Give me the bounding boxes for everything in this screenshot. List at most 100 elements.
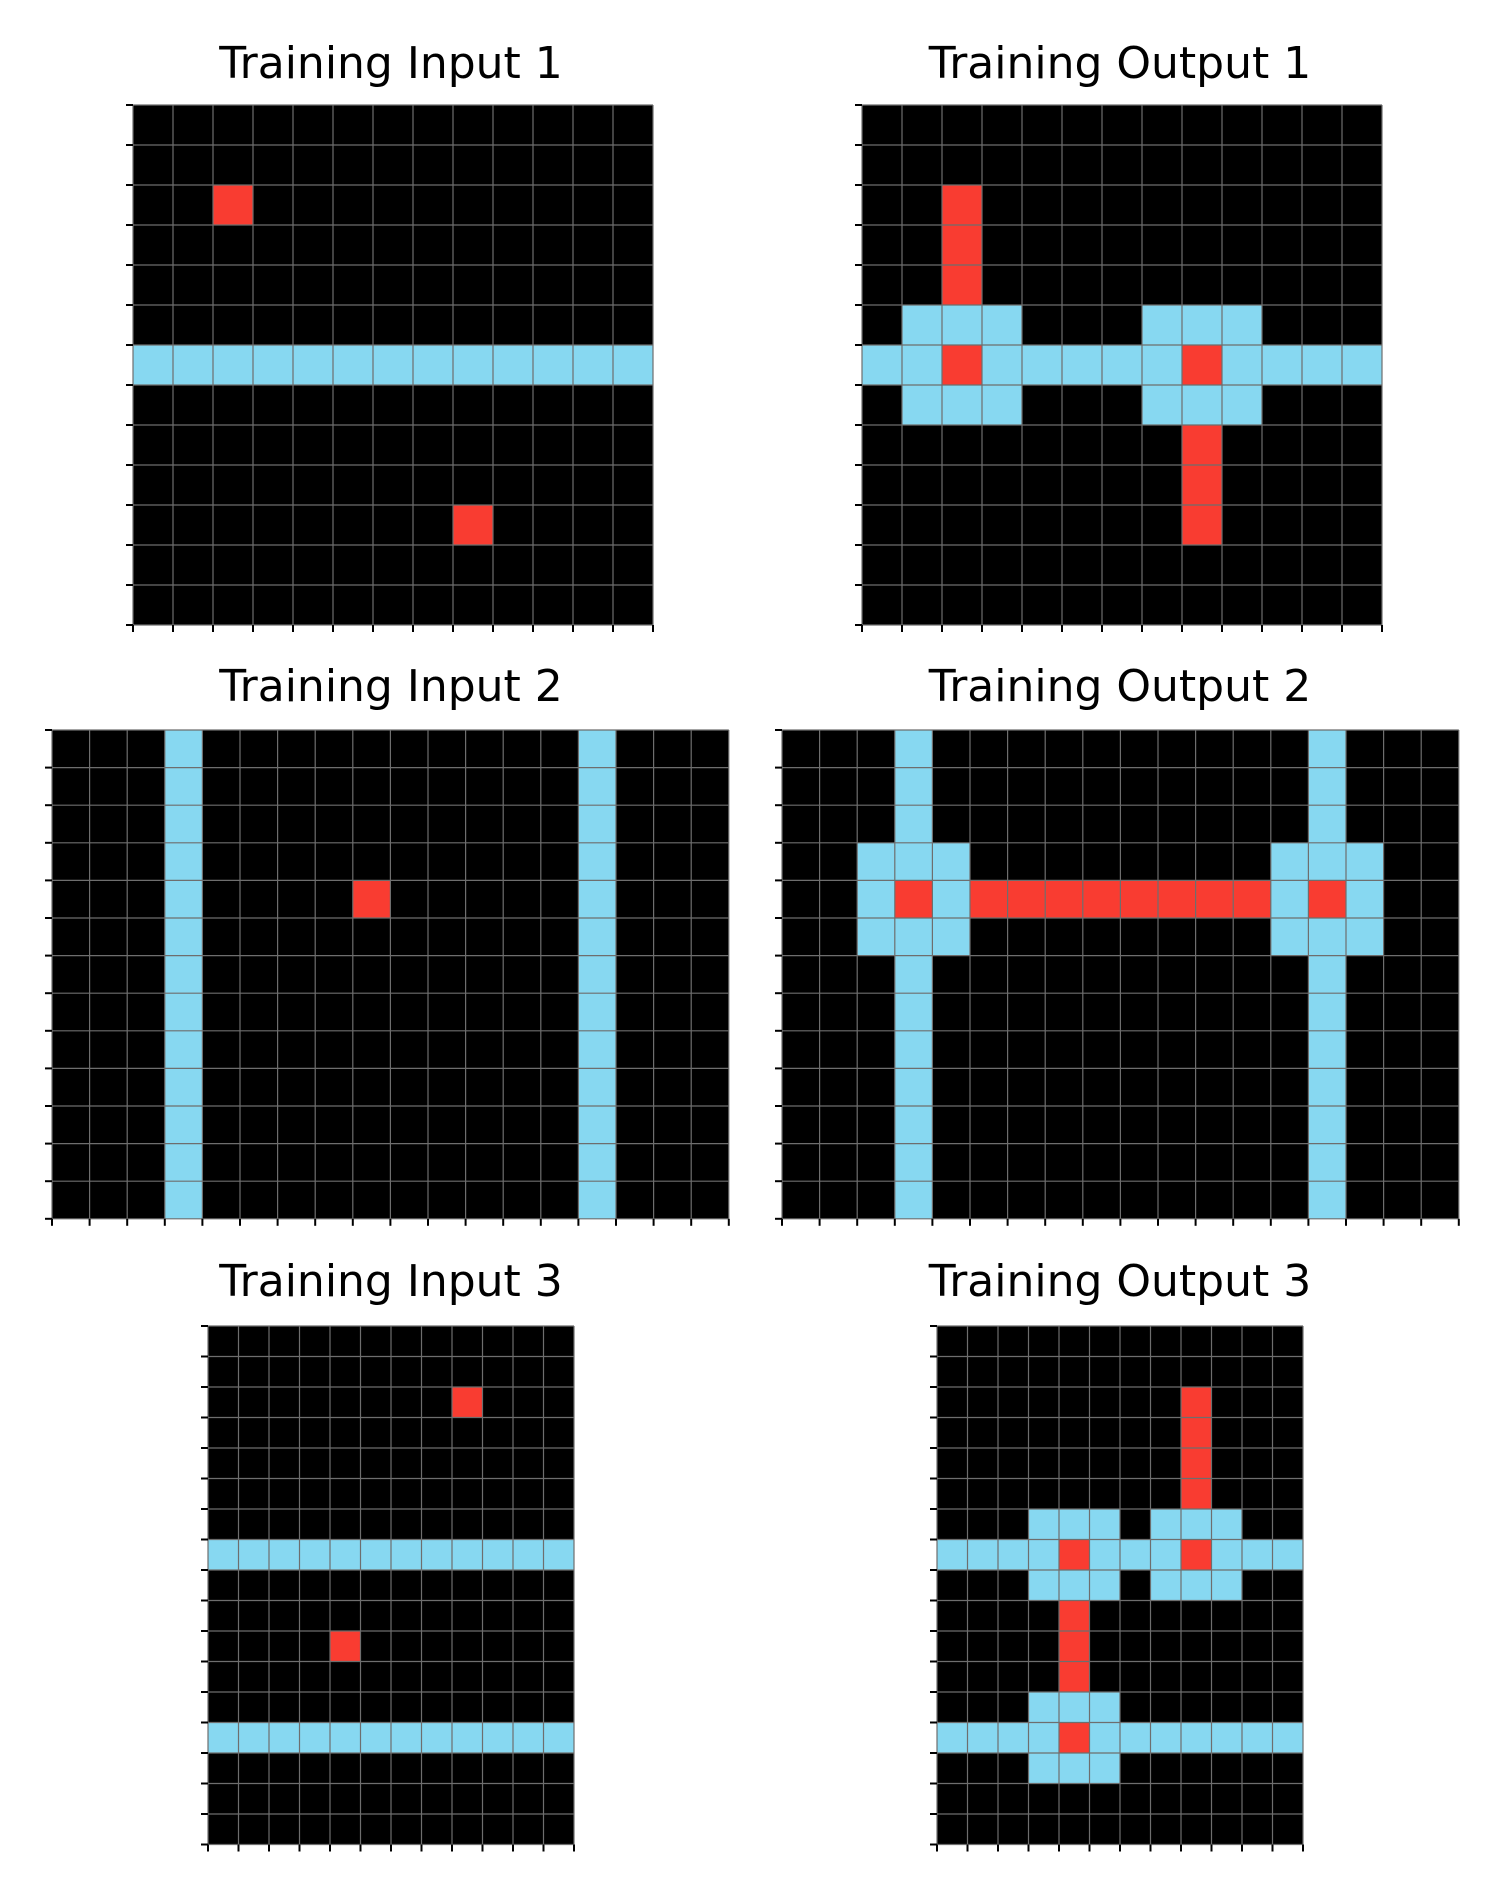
cyan-cell (373, 345, 413, 385)
cyan-cell (164, 1143, 203, 1182)
cyan-cell (164, 993, 203, 1031)
cyan-cell (1062, 345, 1102, 385)
red-cell (942, 265, 982, 305)
cyan-cell (164, 918, 203, 956)
cyan-cell (982, 305, 1022, 345)
panel-title-training-input-2: Training Input 2 (219, 661, 563, 712)
cyan-cell (894, 1106, 933, 1144)
cyan-cell (1211, 1539, 1242, 1570)
red-cell (213, 185, 253, 225)
cyan-cell (942, 305, 982, 345)
red-cell (1181, 1417, 1212, 1448)
cyan-cell (578, 993, 616, 1031)
cyan-cell (543, 1722, 574, 1753)
cyan-cell (894, 1181, 933, 1219)
cyan-cell (894, 1030, 933, 1069)
cyan-cell (1150, 1722, 1181, 1753)
red-cell (942, 185, 982, 225)
cyan-cell (857, 880, 895, 918)
cyan-cell (452, 1722, 483, 1753)
red-cell (1182, 505, 1222, 545)
cyan-cell (982, 345, 1022, 385)
red-cell (1059, 1600, 1090, 1631)
cyan-cell (1142, 385, 1182, 425)
cyan-cell (360, 1722, 391, 1753)
grid-training-input-1 (126, 104, 654, 632)
cyan-cell (1262, 345, 1302, 385)
cyan-cell (1089, 1509, 1120, 1540)
cyan-cell (1342, 345, 1382, 385)
cyan-cell (613, 345, 653, 385)
cyan-cell (894, 805, 933, 843)
cyan-cell (932, 880, 970, 918)
cyan-cell (578, 880, 616, 918)
cyan-cell (1270, 918, 1309, 956)
grid-training-output-3 (930, 1325, 1304, 1852)
cyan-cell (1346, 918, 1384, 956)
cyan-cell (513, 1539, 544, 1570)
cyan-cell (937, 1722, 968, 1753)
cyan-cell (1059, 1570, 1090, 1601)
red-cell (1007, 880, 1046, 918)
cyan-cell (164, 880, 203, 918)
grid-training-input-3 (201, 1325, 575, 1852)
cyan-cell (1308, 1181, 1346, 1219)
cyan-cell (1181, 1722, 1212, 1753)
cyan-cell (533, 345, 573, 385)
red-cell (1182, 345, 1222, 385)
cyan-cell (1028, 1539, 1059, 1570)
cyan-cell (578, 955, 616, 994)
cyan-cell (1028, 1692, 1059, 1723)
cyan-cell (1308, 1106, 1346, 1144)
cyan-cell (482, 1722, 513, 1753)
cyan-cell (578, 805, 616, 843)
red-cell (1233, 880, 1271, 918)
cyan-cell (578, 767, 616, 806)
cyan-cell (578, 842, 616, 881)
cyan-cell (513, 1722, 544, 1753)
cyan-cell (253, 345, 293, 385)
cyan-cell (1211, 1722, 1242, 1753)
red-cell (1181, 1387, 1212, 1418)
red-cell (352, 880, 391, 918)
cyan-cell (1120, 1539, 1151, 1570)
cyan-cell (164, 1181, 203, 1219)
red-cell (1120, 880, 1158, 918)
cyan-cell (894, 955, 933, 994)
cyan-cell (894, 842, 933, 881)
cyan-cell (857, 918, 895, 956)
red-cell (453, 505, 493, 545)
cyan-cell (578, 918, 616, 956)
cyan-cell (932, 842, 970, 881)
panel-title-training-input-1: Training Input 1 (219, 38, 563, 89)
cyan-cell (1089, 1539, 1120, 1570)
cyan-cell (1182, 385, 1222, 425)
cyan-cell (894, 993, 933, 1031)
cyan-cell (1182, 305, 1222, 345)
cyan-cell (164, 1068, 203, 1106)
cyan-cell (164, 1106, 203, 1144)
cyan-cell (894, 1068, 933, 1106)
cyan-cell (1181, 1570, 1212, 1601)
cyan-cell (967, 1539, 998, 1570)
cyan-cell (578, 1030, 616, 1069)
red-cell (1158, 880, 1196, 918)
cyan-cell (330, 1539, 361, 1570)
cyan-cell (982, 385, 1022, 425)
red-cell (1195, 880, 1234, 918)
cyan-cell (1028, 1753, 1059, 1784)
cyan-cell (421, 1539, 452, 1570)
red-cell (1059, 1661, 1090, 1692)
grid-training-output-2 (775, 729, 1460, 1226)
red-cell (1182, 425, 1222, 465)
red-cell (1059, 1631, 1090, 1662)
cyan-cell (578, 730, 616, 768)
cyan-cell (1346, 842, 1384, 881)
cyan-cell (967, 1722, 998, 1753)
cyan-cell (1120, 1722, 1151, 1753)
cyan-cell (1028, 1722, 1059, 1753)
cyan-cell (894, 730, 933, 768)
cyan-cell (1142, 345, 1182, 385)
red-cell (1059, 1539, 1090, 1570)
cyan-cell (902, 305, 942, 345)
